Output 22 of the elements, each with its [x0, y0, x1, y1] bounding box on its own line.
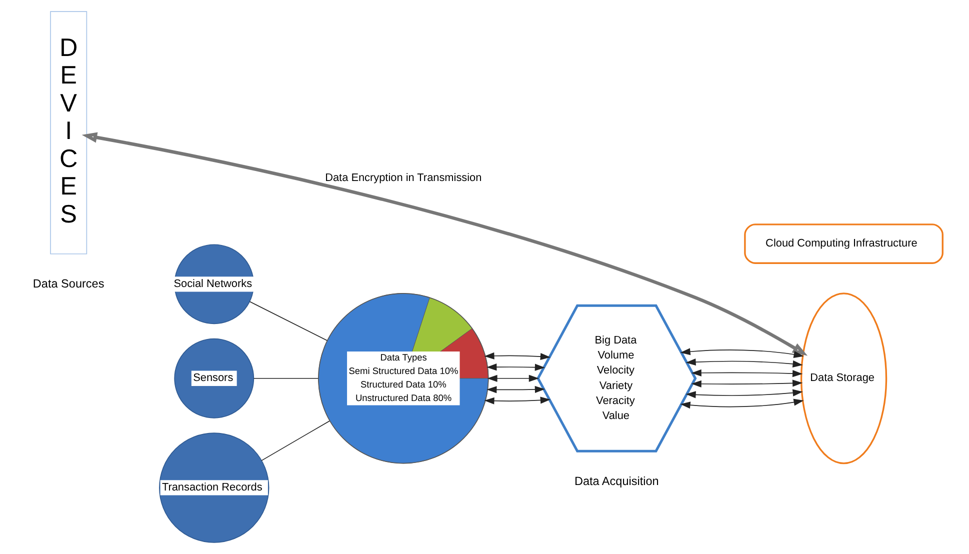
label: Data Acquisition: [574, 474, 658, 488]
arrow: [685, 389, 802, 398]
edge-label: Data Encryption in Transmission: [324, 172, 482, 184]
node-box: Cloud Computing Infrastructure: [744, 224, 943, 264]
arrow: [486, 364, 545, 371]
connector: [252, 378, 318, 379]
connector: [260, 420, 330, 461]
node-circle: Sensors: [174, 338, 254, 418]
arrow: [690, 369, 802, 378]
arrow: [81, 132, 808, 356]
arrow: [484, 352, 550, 360]
node-box: DEVICES: [50, 11, 87, 254]
arrow: [680, 348, 804, 358]
arrow: [484, 396, 550, 404]
arrow: [486, 374, 538, 382]
arrow: [690, 380, 802, 388]
label: Data Sources: [32, 277, 104, 290]
node-ellipse: Data Storage: [800, 292, 887, 464]
arrow: [486, 386, 545, 394]
arrow: [685, 358, 802, 368]
arrow: [680, 398, 804, 409]
connector: [248, 301, 327, 341]
